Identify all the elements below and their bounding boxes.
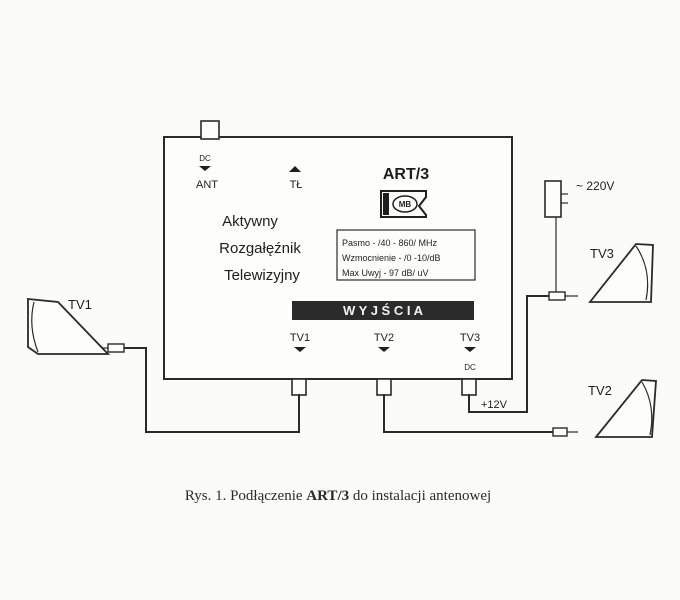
output-connector-tv1 — [291, 378, 307, 396]
splitter-housing — [163, 136, 513, 380]
device-name-line-2: Rozgałęźnik — [219, 240, 301, 257]
outputs-band — [292, 301, 474, 320]
port-ant-label: ANT — [196, 179, 218, 191]
port-tl-label: TŁ — [290, 179, 303, 191]
cable-tv2 — [383, 394, 554, 433]
output-tv3-arrow-icon — [464, 347, 476, 352]
power-voltage-label: +12V — [481, 399, 508, 411]
tv3-screen-curve — [635, 245, 649, 301]
tv1-label: TV1 — [68, 297, 92, 312]
device-name-line-3: Telewizyjny — [224, 267, 300, 284]
output-tv1-label: TV1 — [290, 332, 310, 344]
caption-suffix: do instalacji antenowej — [353, 488, 491, 504]
port-dc-out-label: DC — [464, 363, 476, 372]
output-connector-tv3 — [461, 378, 477, 396]
tv3-set: TV3 — [588, 243, 654, 303]
spec-gain: Wzmocnienie - /0 -10/dB — [342, 253, 441, 263]
cable-tv3 — [468, 295, 550, 413]
cables: ~ 220V +12V — [98, 179, 614, 437]
model-title: ART/3 — [383, 166, 429, 183]
tv1-screen-curve — [31, 301, 39, 353]
output-tv2-label: TV2 — [374, 332, 394, 344]
tv1-set: TV1 — [27, 297, 111, 355]
mb-logo-bar-icon — [383, 193, 389, 215]
ant-input-arrow-icon — [199, 166, 211, 171]
tv2-set: TV2 — [588, 379, 657, 438]
plug-tv1 — [107, 343, 125, 353]
outputs-band-label: W Y J Ś C I A — [343, 303, 424, 318]
antenna-connector — [200, 120, 220, 140]
tv2-label: TV2 — [588, 383, 612, 398]
spec-box — [336, 229, 476, 281]
figure-caption: Rys. 1. Podłączenie ART/3 do instalacji … — [185, 488, 491, 504]
tv3-label: TV3 — [590, 246, 614, 261]
mb-logo: MB — [380, 190, 427, 218]
tv2-screen-curve — [641, 381, 653, 436]
output-connector-tv2 — [376, 378, 392, 396]
splitter-box: DC ANT TŁ ART/3 MB Aktywny Rozgałęźnik T… — [163, 120, 513, 396]
power-supply-label: ~ 220V — [576, 179, 614, 193]
output-tv3-label: TV3 — [460, 332, 480, 344]
tv2-body-icon — [594, 379, 657, 438]
port-dc-top-label: DC — [199, 154, 211, 163]
output-tv2-arrow-icon — [378, 347, 390, 352]
spec-band: Pasmo - /40 - 860/ MHz — [342, 238, 438, 248]
plug-tv3 — [548, 291, 566, 301]
device-name-line-1: Aktywny — [222, 213, 278, 230]
power-adapter-icon — [544, 180, 562, 218]
tv1-body-icon — [27, 298, 111, 355]
plug-tv2 — [552, 427, 568, 437]
caption-model: ART/3 — [306, 488, 349, 504]
tl-arrow-icon — [289, 166, 301, 172]
mb-logo-text: MB — [399, 200, 412, 209]
tv3-body-icon — [588, 243, 654, 303]
cable-tv1 — [123, 347, 300, 433]
mb-logo-oval — [392, 195, 418, 213]
caption-prefix: Rys. 1. Podłączenie — [185, 488, 303, 504]
output-tv1-arrow-icon — [294, 347, 306, 352]
spec-max-output: Max Uwyj - 97 dB/ uV — [342, 268, 429, 278]
